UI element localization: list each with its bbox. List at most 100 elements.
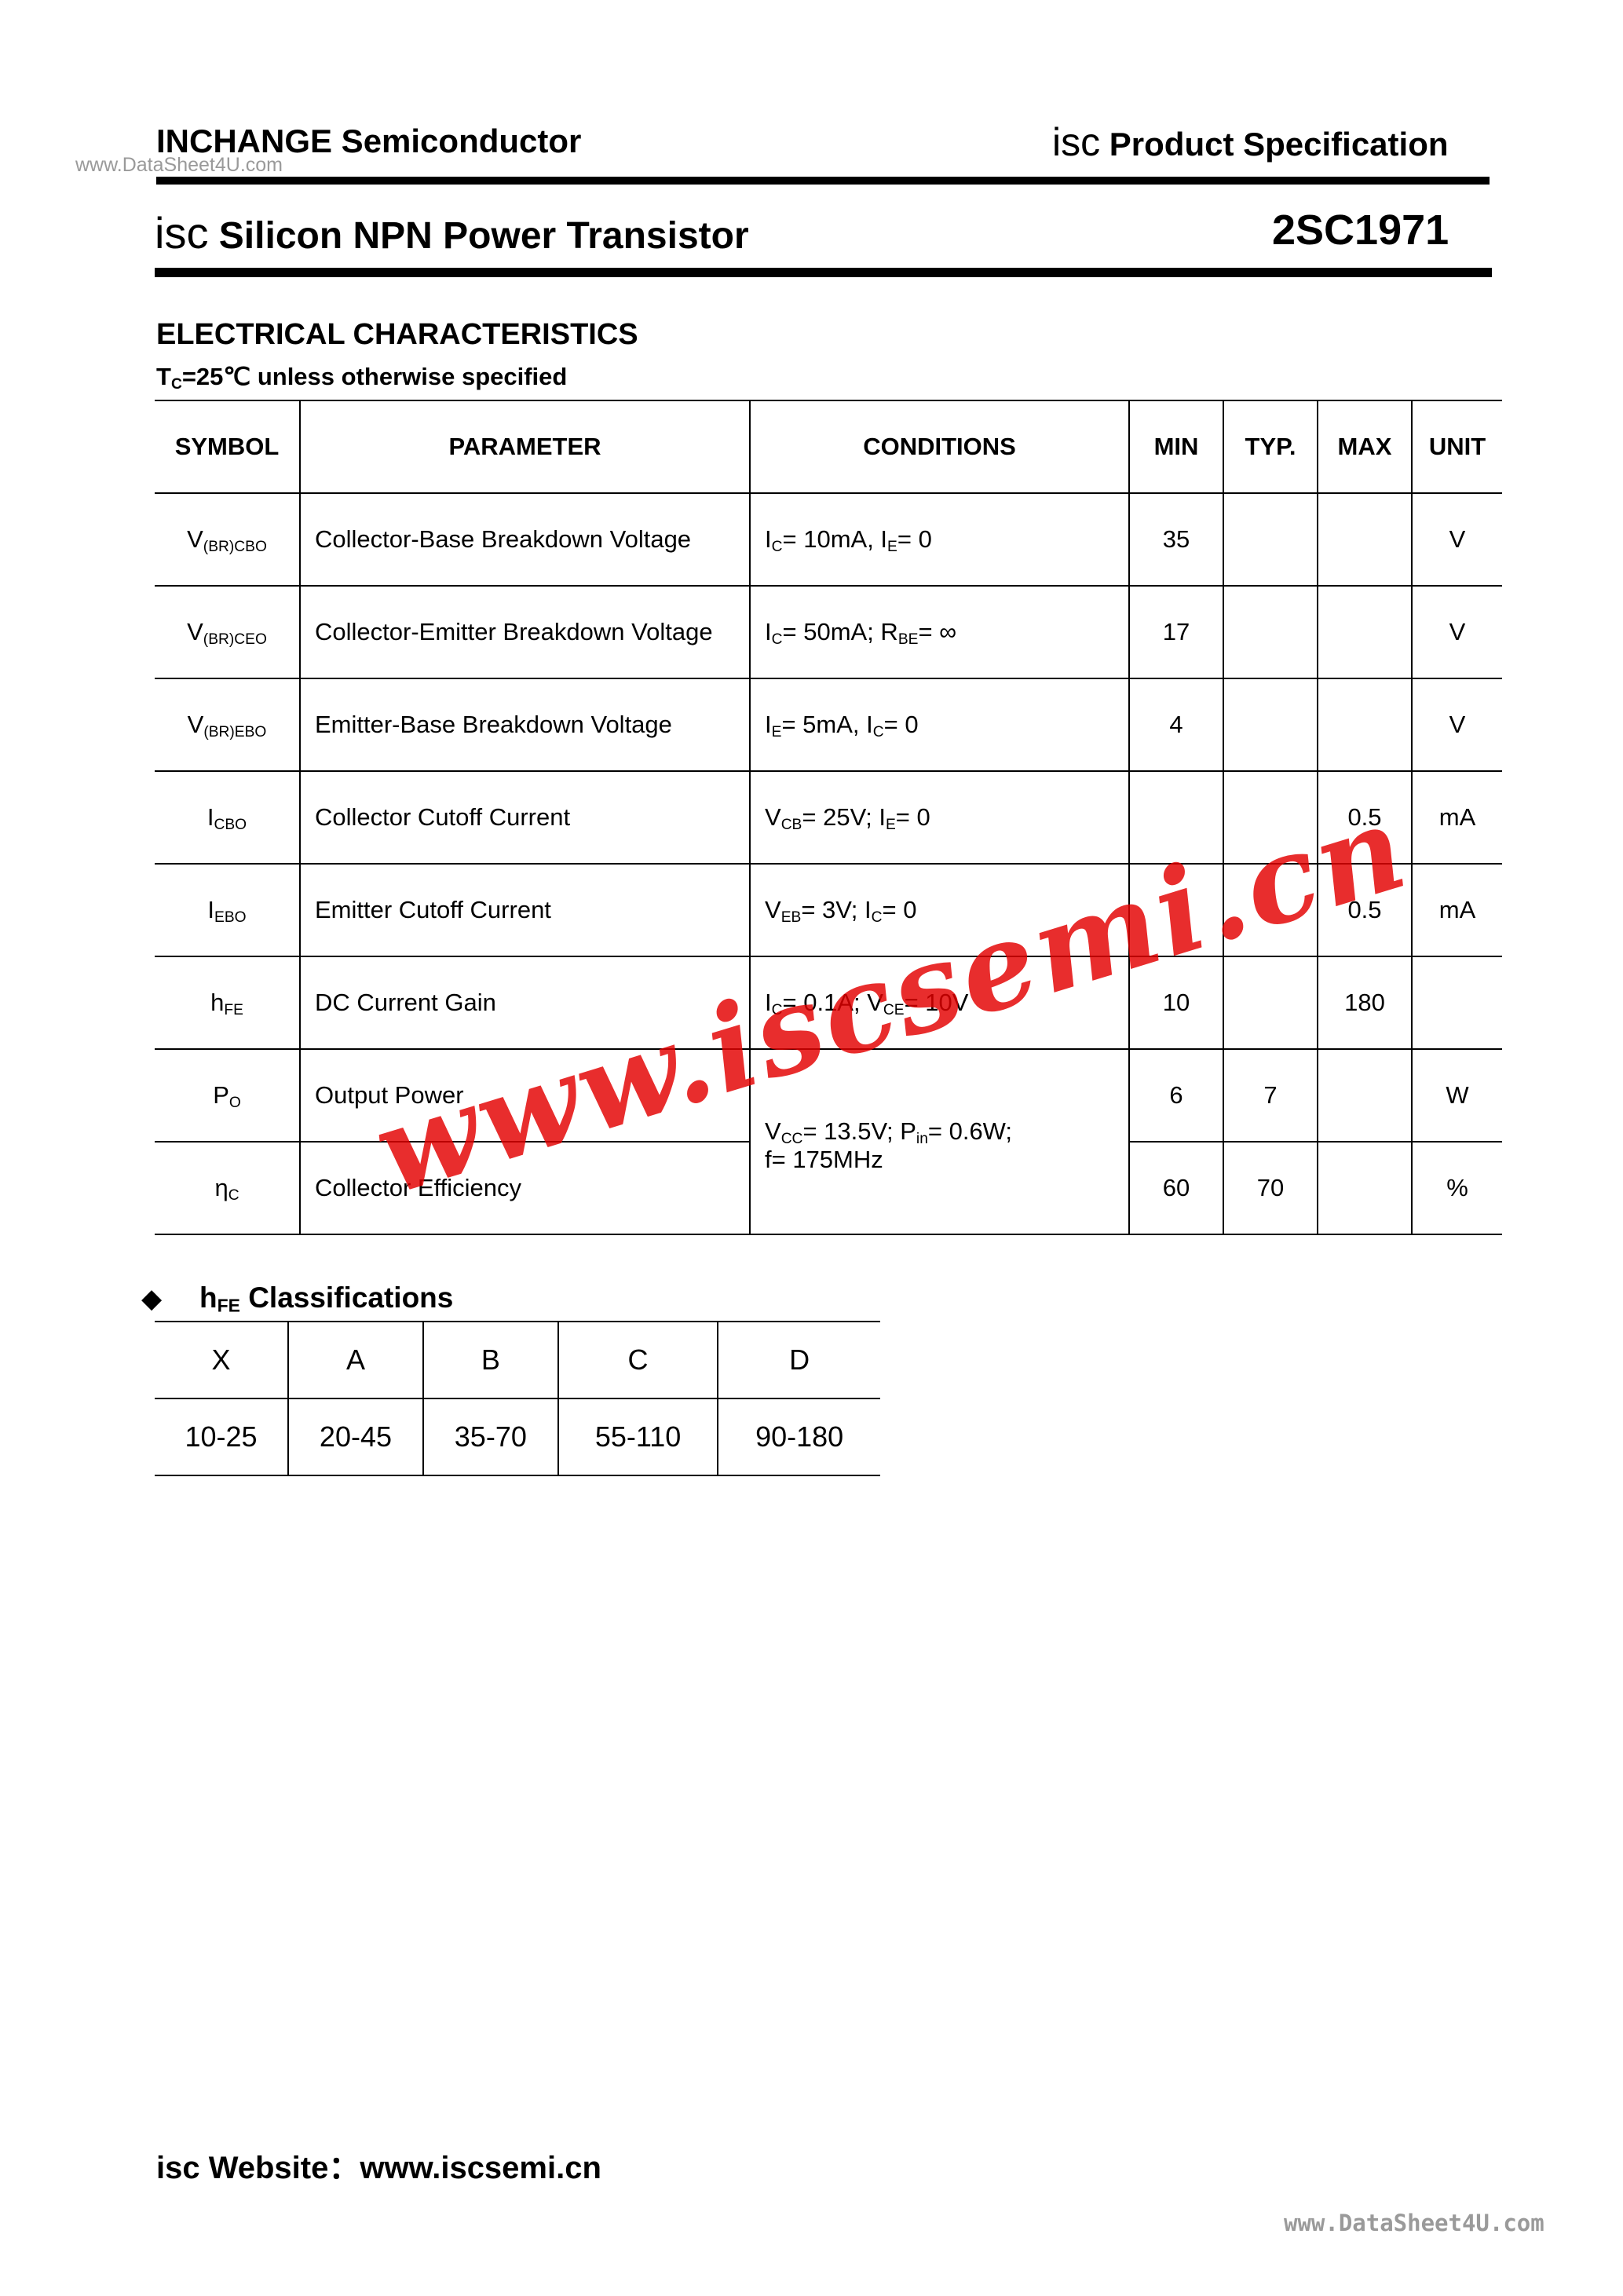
table-row: V(BR)CEO Collector-Emitter Breakdown Vol… (155, 585, 1502, 679)
table-row: IEBO Emitter Cutoff Current VEB= 3V; IC=… (155, 863, 1502, 957)
symbol-cell: hFE (155, 956, 300, 1050)
symbol-cell: PO (155, 1048, 300, 1143)
cond-symbol: T (156, 363, 171, 390)
header-divider (156, 177, 1490, 185)
unit-cell: mA (1411, 770, 1502, 865)
electrical-characteristics-table: SYMBOL PARAMETER CONDITIONS MIN TYP. MAX… (155, 400, 1502, 1235)
parameter-cell: Emitter Cutoff Current (299, 863, 750, 957)
max-cell (1317, 678, 1412, 772)
range-row: 10-25 20-45 35-70 55-110 90-180 (155, 1398, 880, 1476)
table-row: ηC Collector Efficiency 60 70 % (155, 1141, 1502, 1235)
max-cell: 0.5 (1317, 863, 1412, 957)
symbol-cell: V(BR)CBO (155, 492, 300, 587)
product-name: Silicon NPN Power Transistor (208, 215, 749, 257)
hfe-classification-table: X A B C D 10-25 20-45 35-70 55-110 90-18… (155, 1321, 880, 1476)
max-cell (1317, 1048, 1412, 1143)
typ-cell (1223, 585, 1318, 679)
table-row: V(BR)CBO Collector-Base Breakdown Voltag… (155, 492, 1502, 587)
spec-header: isc Product Specification (1052, 119, 1449, 165)
conditions-cell: IC= 10mA, IE= 0 (749, 492, 1129, 587)
min-cell: 17 (1128, 585, 1223, 679)
footer-website: isc Website：www.iscsemi.cn (156, 2142, 601, 2188)
conditions-cell: VCC= 13.5V; Pin= 0.6W;f= 175MHz (749, 1048, 1129, 1235)
typ-cell (1223, 956, 1318, 1050)
typ-cell (1223, 492, 1318, 587)
conditions-cell: IC= 50mA; RBE= ∞ (749, 585, 1129, 679)
table-row: hFE DC Current Gain IC= 0.1A; VCE= 10V 1… (155, 956, 1502, 1050)
classification-title: hFE Classifications (199, 1281, 454, 1316)
range-cell: 90-180 (717, 1398, 880, 1476)
unit-cell: % (1411, 1141, 1502, 1235)
max-cell: 180 (1317, 956, 1412, 1050)
title-divider (155, 268, 1492, 277)
unit-cell: V (1411, 585, 1502, 679)
header-symbol: SYMBOL (155, 400, 300, 494)
spec-label: Product Specification (1100, 126, 1449, 163)
section-title: ELECTRICAL CHARACTERISTICS (156, 318, 638, 351)
table-row: V(BR)EBO Emitter-Base Breakdown Voltage … (155, 678, 1502, 772)
cond-text: =25℃ unless otherwise specified (181, 363, 568, 390)
range-cell: 20-45 (287, 1398, 423, 1476)
cond-subscript: C (170, 375, 182, 393)
isc-logo-text: isc (1052, 120, 1101, 164)
parameter-cell: Collector-Base Breakdown Voltage (299, 492, 750, 587)
header-parameter: PARAMETER (299, 400, 750, 494)
diamond-bullet-icon: ◆ (141, 1284, 163, 1314)
unit-cell: V (1411, 492, 1502, 587)
unit-cell: V (1411, 678, 1502, 772)
footer-label: isc Website： (156, 2151, 360, 2185)
range-cell: 10-25 (155, 1398, 289, 1476)
unit-cell: W (1411, 1048, 1502, 1143)
parameter-cell: Emitter-Base Breakdown Voltage (299, 678, 750, 772)
header-min: MIN (1128, 400, 1223, 494)
conditions-cell: VEB= 3V; IC= 0 (749, 863, 1129, 957)
parameter-cell: Output Power (299, 1048, 750, 1143)
test-condition-note: TC=25℃ unless otherwise specified (156, 363, 568, 393)
symbol-cell: IEBO (155, 863, 300, 957)
header-typ: TYP. (1223, 400, 1318, 494)
footer-url: www.iscsemi.cn (360, 2151, 601, 2185)
typ-cell (1223, 678, 1318, 772)
header-max: MAX (1317, 400, 1412, 494)
grade-cell: C (557, 1321, 718, 1399)
unit-cell (1411, 956, 1502, 1050)
typ-cell: 7 (1223, 1048, 1318, 1143)
symbol-cell: V(BR)CEO (155, 585, 300, 679)
header-conditions: CONDITIONS (749, 400, 1129, 494)
conditions-cell: IC= 0.1A; VCE= 10V (749, 956, 1129, 1050)
symbol-cell: ηC (155, 1141, 300, 1235)
parameter-cell: DC Current Gain (299, 956, 750, 1050)
parameter-cell: Collector-Emitter Breakdown Voltage (299, 585, 750, 679)
min-cell: 60 (1128, 1141, 1223, 1235)
typ-cell (1223, 770, 1318, 865)
grade-cell: X (155, 1321, 289, 1399)
symbol-cell: ICBO (155, 770, 300, 865)
table-header-row: SYMBOL PARAMETER CONDITIONS MIN TYP. MAX… (155, 400, 1502, 494)
grade-row: X A B C D (155, 1321, 880, 1399)
table-row: PO Output Power VCC= 13.5V; Pin= 0.6W;f=… (155, 1048, 1502, 1235)
parameter-cell: Collector Cutoff Current (299, 770, 750, 865)
max-cell (1317, 1141, 1412, 1235)
unit-cell: mA (1411, 863, 1502, 957)
min-cell: 6 (1128, 1048, 1223, 1143)
min-cell (1128, 770, 1223, 865)
range-cell: 35-70 (422, 1398, 558, 1476)
part-number: 2SC1971 (1272, 207, 1449, 254)
watermark-bottom: www.DataSheet4U.com (1284, 2210, 1544, 2236)
typ-cell: 70 (1223, 1141, 1318, 1235)
grade-cell: A (287, 1321, 423, 1399)
range-cell: 55-110 (557, 1398, 718, 1476)
isc-logo-text: isc (155, 208, 209, 258)
typ-cell (1223, 863, 1318, 957)
max-cell (1317, 585, 1412, 679)
product-title: isc Silicon NPN Power Transistor (155, 207, 749, 258)
min-cell (1128, 863, 1223, 957)
header-unit: UNIT (1411, 400, 1502, 494)
company-name: INCHANGE Semiconductor (156, 122, 582, 159)
min-cell: 35 (1128, 492, 1223, 587)
max-cell (1317, 492, 1412, 587)
grade-cell: D (717, 1321, 880, 1399)
max-cell: 0.5 (1317, 770, 1412, 865)
table-row: ICBO Collector Cutoff Current VCB= 25V; … (155, 770, 1502, 865)
grade-cell: B (422, 1321, 558, 1399)
